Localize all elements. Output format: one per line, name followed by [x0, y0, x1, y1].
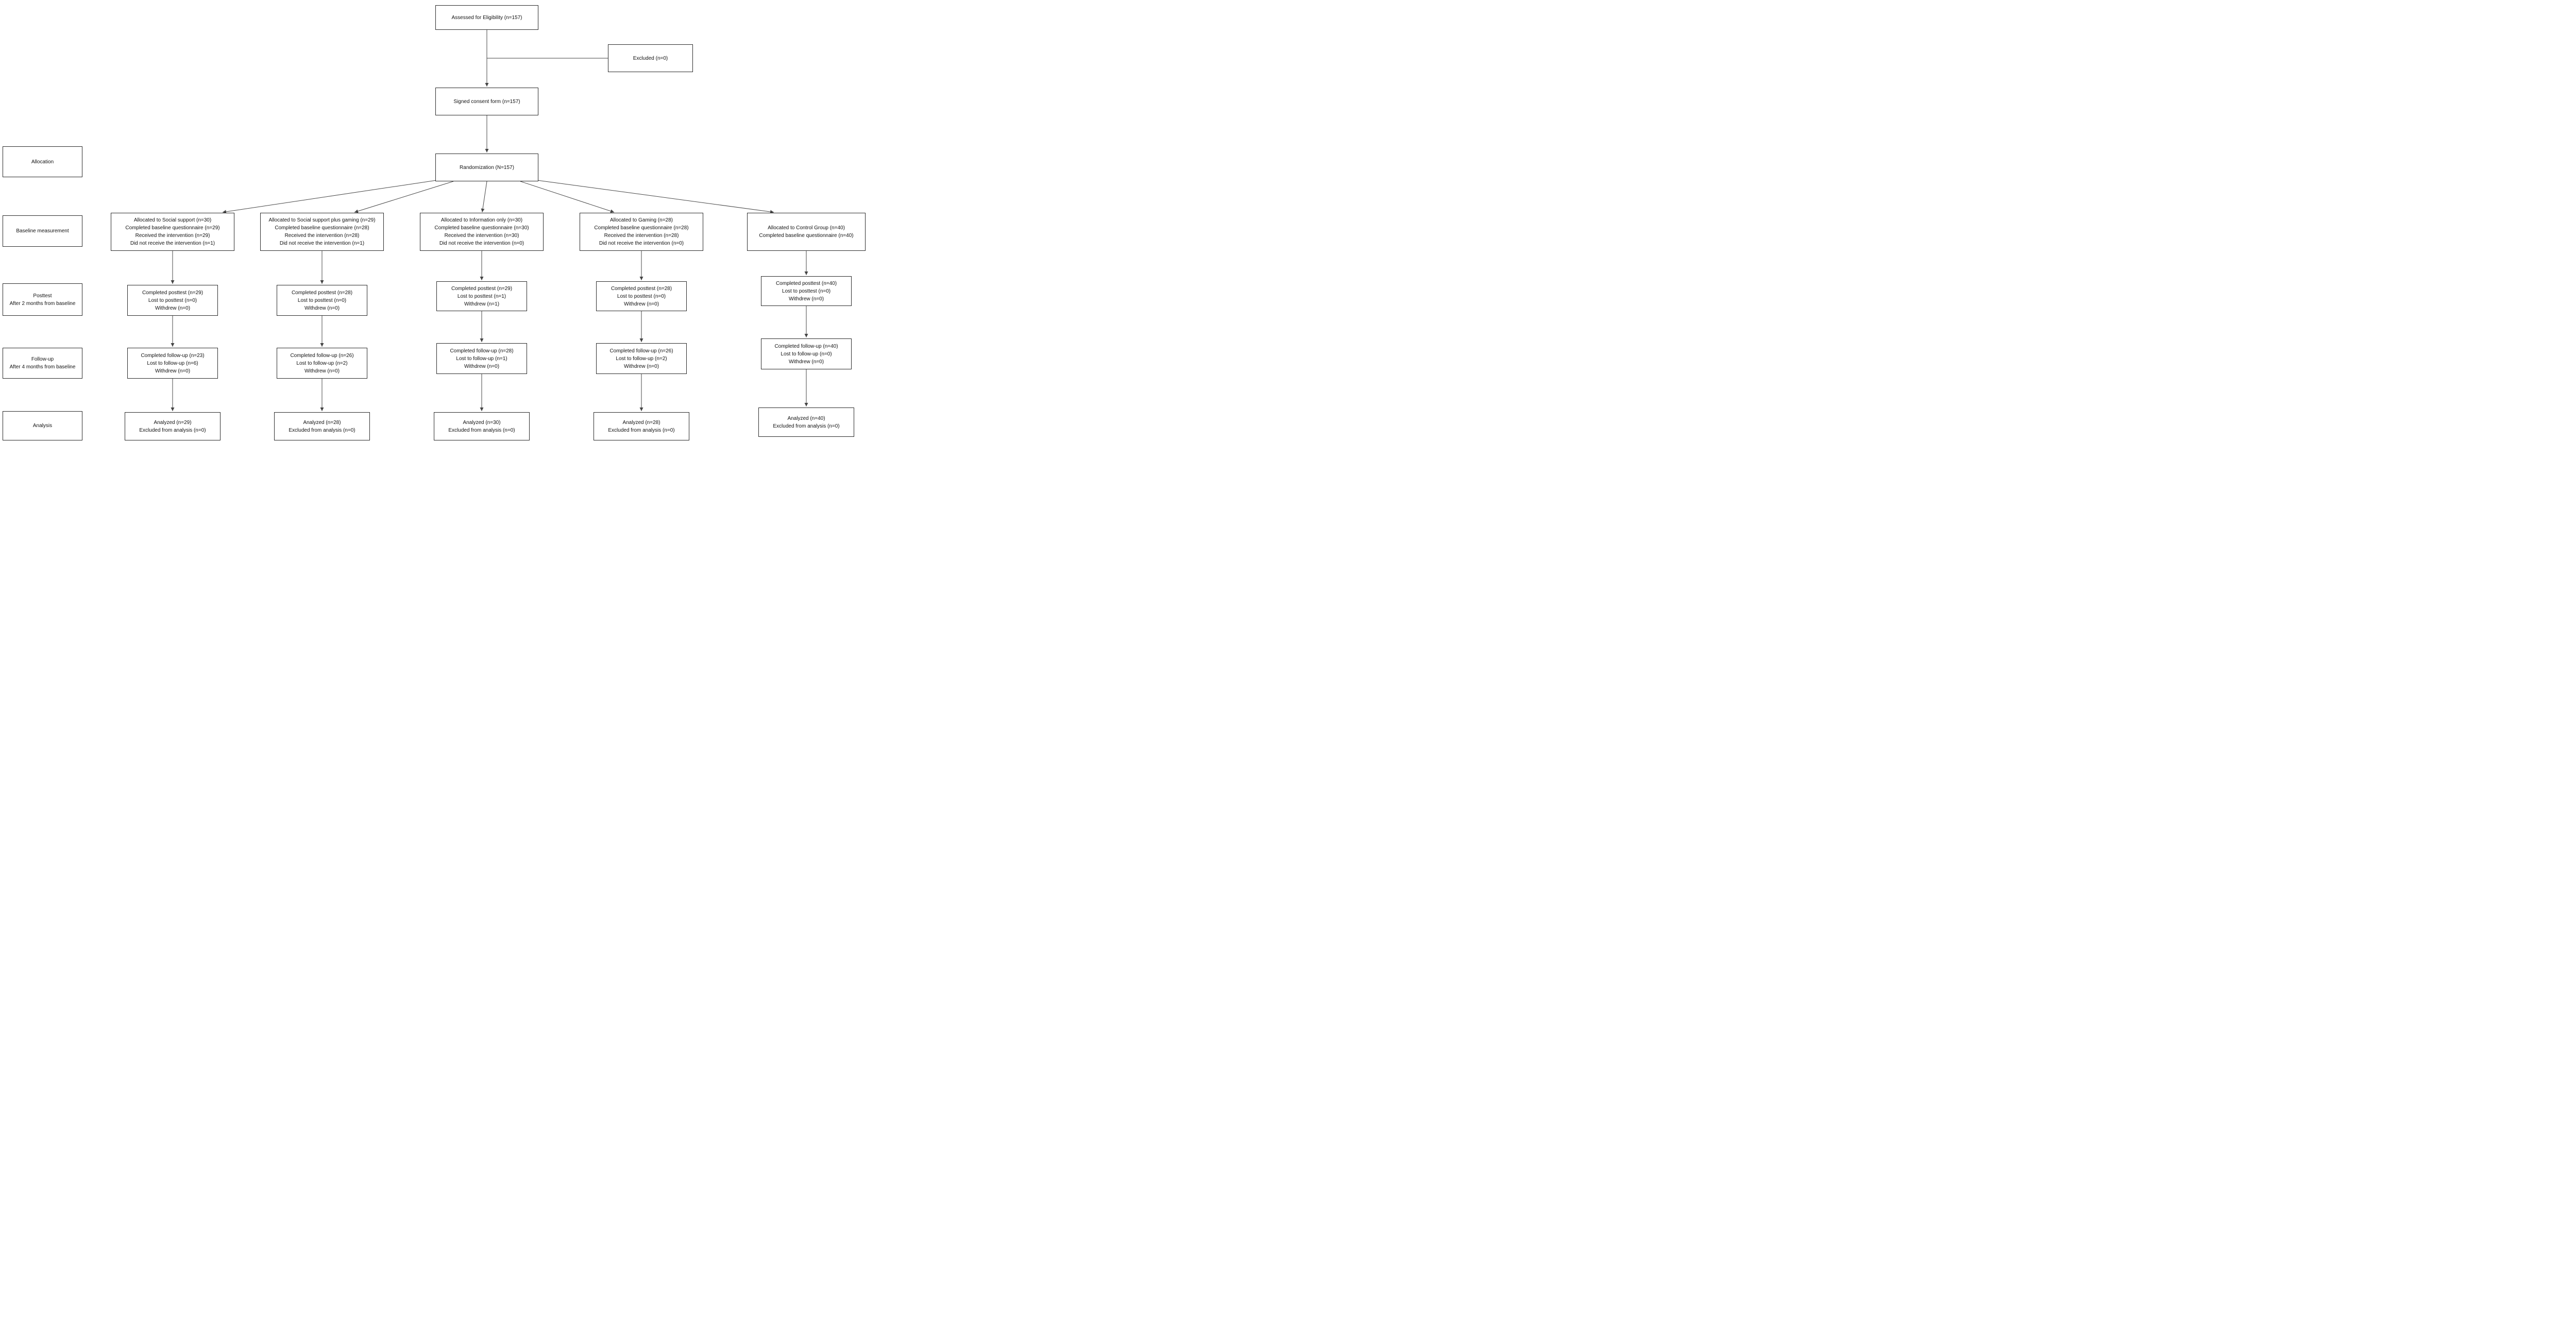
stage-label-posttest: Posttest After 2 months from baseline	[3, 283, 82, 316]
baseline-box-social-support-plus-gaming: Allocated to Social support plus gaming …	[260, 213, 384, 251]
followup-box-social-support: Completed follow-up (n=23) Lost to follo…	[127, 348, 218, 379]
stage-label-followup: Follow-up After 4 months from baseline	[3, 348, 82, 379]
analysis-box-gaming: Analyzed (n=28) Excluded from analysis (…	[594, 412, 689, 440]
connector-randomization-group4	[520, 181, 615, 213]
stage-label-allocation: Allocation	[3, 146, 82, 177]
posttest-box-social-support: Completed posttest (n=29) Lost to postte…	[127, 285, 218, 316]
stage-label-baseline: Baseline measurement	[3, 215, 82, 247]
connector-randomization-group5	[537, 180, 774, 214]
posttest-box-gaming: Completed posttest (n=28) Lost to postte…	[596, 281, 687, 311]
baseline-box-information-only: Allocated to Information only (n=30) Com…	[420, 213, 544, 251]
consort-flow-diagram: Assessed for Eligibility (n=157) Exclude…	[0, 0, 907, 443]
baseline-box-control-group: Allocated to Control Group (n=40) Comple…	[747, 213, 866, 251]
connector-randomization-group2	[354, 181, 454, 213]
connector-randomization-group3	[481, 181, 487, 213]
stage-label-analysis: Analysis	[3, 411, 82, 440]
followup-box-control-group: Completed follow-up (n=40) Lost to follo…	[761, 338, 852, 369]
followup-box-social-support-plus-gaming: Completed follow-up (n=26) Lost to follo…	[277, 348, 367, 379]
connector-lines	[171, 30, 808, 411]
posttest-box-information-only: Completed posttest (n=29) Lost to postte…	[436, 281, 527, 311]
analysis-box-social-support-plus-gaming: Analyzed (n=28) Excluded from analysis (…	[274, 412, 370, 440]
randomization-box: Randomization (N=157)	[435, 154, 538, 181]
followup-box-information-only: Completed follow-up (n=28) Lost to follo…	[436, 343, 527, 374]
excluded-box: Excluded (n=0)	[608, 44, 693, 72]
analysis-box-information-only: Analyzed (n=30) Excluded from analysis (…	[434, 412, 530, 440]
posttest-box-social-support-plus-gaming: Completed posttest (n=28) Lost to postte…	[277, 285, 367, 316]
eligibility-box: Assessed for Eligibility (n=157)	[435, 5, 538, 30]
connector-randomization-group1	[222, 180, 437, 214]
followup-box-gaming: Completed follow-up (n=26) Lost to follo…	[596, 343, 687, 374]
posttest-box-control-group: Completed posttest (n=40) Lost to postte…	[761, 276, 852, 306]
analysis-box-social-support: Analyzed (n=29) Excluded from analysis (…	[125, 412, 221, 440]
baseline-box-social-support: Allocated to Social support (n=30) Compl…	[111, 213, 234, 251]
analysis-box-control-group: Analyzed (n=40) Excluded from analysis (…	[758, 407, 854, 437]
baseline-box-gaming: Allocated to Gaming (n=28) Completed bas…	[580, 213, 703, 251]
consent-box: Signed consent form (n=157)	[435, 88, 538, 115]
